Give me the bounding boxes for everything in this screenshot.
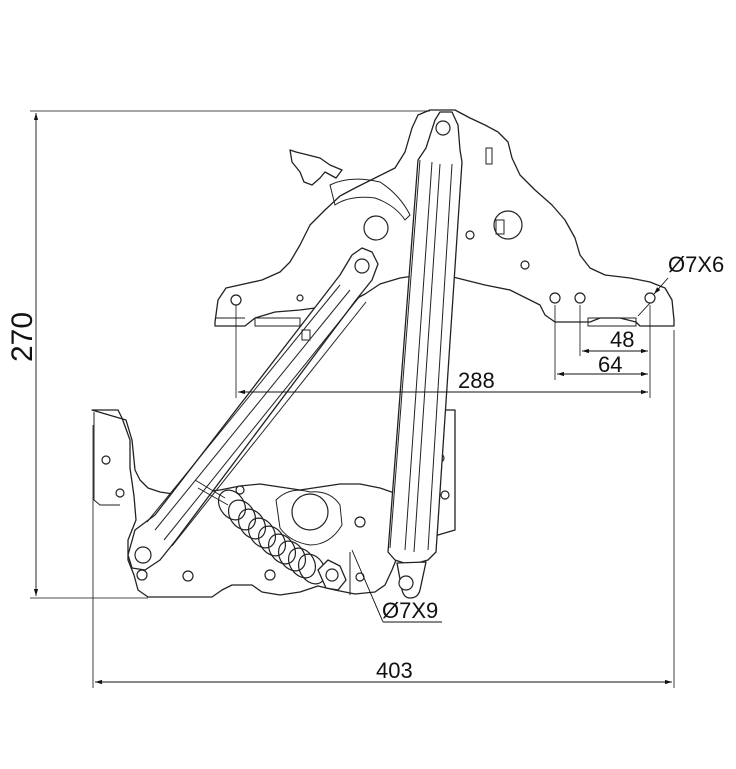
- dimension-270: [30, 110, 430, 599]
- callout-top-hole: [637, 277, 669, 317]
- dimension-64-label: 64: [598, 352, 622, 377]
- callout-top-hole-label: Ø7X6: [668, 252, 724, 277]
- dimension-288: [235, 305, 651, 398]
- callout-bottom-hole: [351, 549, 442, 623]
- dimension-270-label: 270: [6, 312, 39, 362]
- dimension-288-label: 288: [458, 368, 495, 393]
- vertical-gas-spring: [387, 111, 463, 599]
- dimension-64: [554, 305, 648, 380]
- dimension-48-label: 48: [610, 327, 634, 352]
- coil-spring: [194, 479, 347, 591]
- dimension-403-label: 403: [376, 658, 413, 683]
- dimension-48: [579, 305, 648, 356]
- dimension-403: [92, 330, 675, 688]
- bottom-base-plate: [91, 409, 456, 598]
- diagonal-gas-spring: [127, 247, 379, 571]
- callout-bottom-hole-label: Ø7X9: [382, 598, 438, 623]
